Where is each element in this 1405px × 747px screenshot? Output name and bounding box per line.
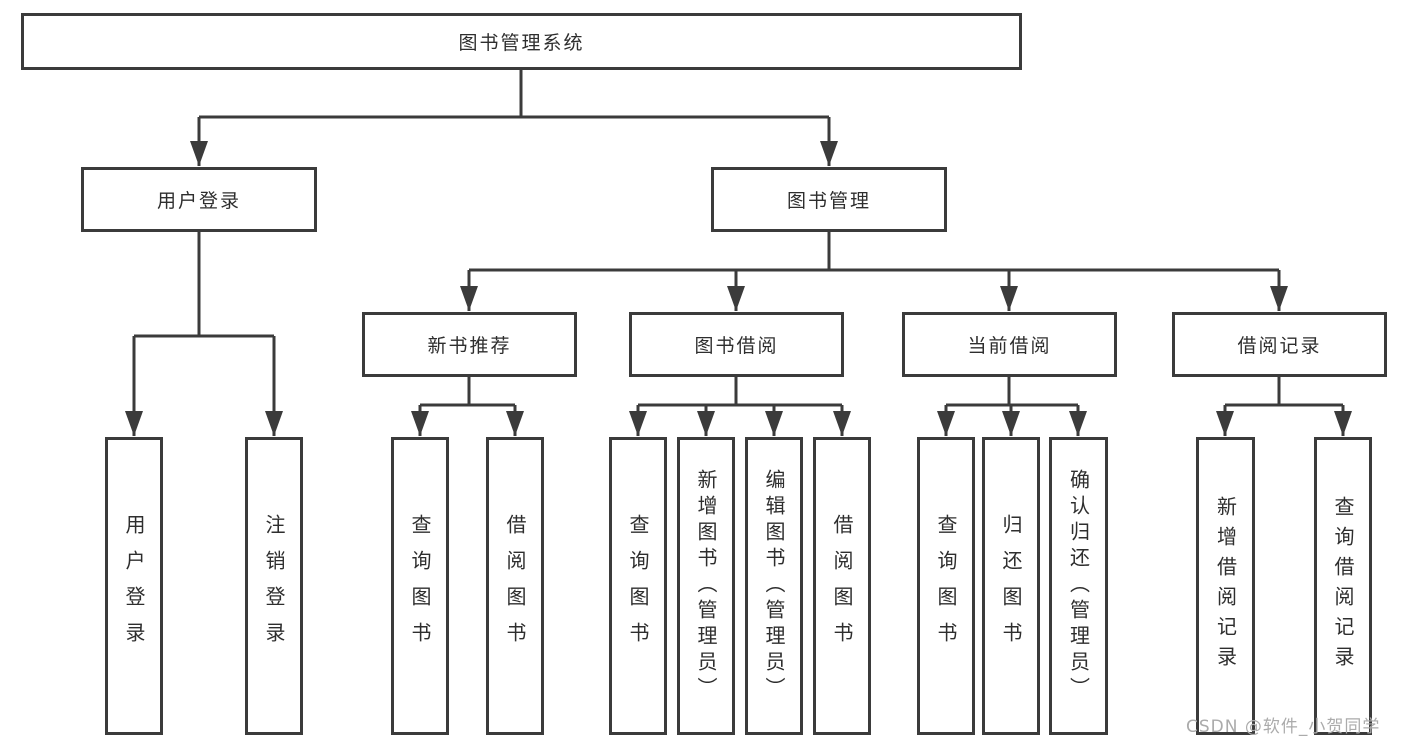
- leaf-edit-book-admin: 编辑图书（管理员）: [745, 437, 803, 735]
- leaf-confirm-return-admin-label: 确认归还（管理员）: [1066, 469, 1091, 703]
- leaf-edit-book-admin-label: 编辑图书（管理员）: [762, 469, 786, 703]
- leaf-query-books-recommend: 查询图书: [391, 437, 449, 735]
- leaf-confirm-return-admin: 确认归还（管理员）: [1049, 437, 1108, 735]
- leaf-logout-label: 注销登录: [262, 514, 286, 658]
- leaf-add-borrow-record-label: 新增借阅记录: [1213, 496, 1238, 676]
- leaf-return-book: 归还图书: [982, 437, 1040, 735]
- node-borrowing-records-label: 借阅记录: [1237, 335, 1322, 357]
- leaf-query-books-borrowing: 查询图书: [609, 437, 667, 735]
- node-user-login-label: 用户登录: [156, 190, 241, 212]
- node-new-book-recommend: 新书推荐: [362, 312, 577, 377]
- node-book-management-label: 图书管理: [786, 190, 871, 212]
- node-book-borrowing: 图书借阅: [629, 312, 844, 377]
- leaf-query-books-current: 查询图书: [917, 437, 975, 735]
- node-root-label: 图书管理系统: [458, 32, 585, 54]
- leaf-borrow-books-recommend: 借阅图书: [486, 437, 544, 735]
- leaf-borrow-books-borrowing: 借阅图书: [813, 437, 871, 735]
- leaf-add-book-admin-label: 新增图书（管理员）: [694, 469, 718, 703]
- node-user-login: 用户登录: [81, 167, 317, 232]
- csdn-watermark: CSDN @软件_小贺同学: [1186, 717, 1381, 737]
- leaf-query-books-recommend-label: 查询图书: [408, 514, 432, 658]
- node-new-book-recommend-label: 新书推荐: [427, 335, 512, 357]
- leaf-add-borrow-record: 新增借阅记录: [1196, 437, 1255, 735]
- leaf-logout: 注销登录: [245, 437, 303, 735]
- leaf-query-books-current-label: 查询图书: [934, 514, 958, 658]
- node-book-management: 图书管理: [711, 167, 947, 232]
- node-current-borrowing-label: 当前借阅: [967, 335, 1052, 357]
- node-borrowing-records: 借阅记录: [1172, 312, 1387, 377]
- node-book-borrowing-label: 图书借阅: [694, 335, 779, 357]
- leaf-borrow-books-recommend-label: 借阅图书: [503, 514, 527, 658]
- leaf-query-borrow-record-label: 查询借阅记录: [1331, 496, 1355, 676]
- leaf-query-books-borrowing-label: 查询图书: [626, 514, 650, 658]
- leaf-user-login: 用户登录: [105, 437, 163, 735]
- leaf-borrow-books-borrowing-label: 借阅图书: [830, 514, 854, 658]
- node-current-borrowing: 当前借阅: [902, 312, 1117, 377]
- leaf-return-book-label: 归还图书: [999, 514, 1023, 658]
- leaf-user-login-label: 用户登录: [122, 514, 146, 658]
- leaf-add-book-admin: 新增图书（管理员）: [677, 437, 735, 735]
- leaf-query-borrow-record: 查询借阅记录: [1314, 437, 1372, 735]
- node-root-library-system: 图书管理系统: [21, 13, 1022, 70]
